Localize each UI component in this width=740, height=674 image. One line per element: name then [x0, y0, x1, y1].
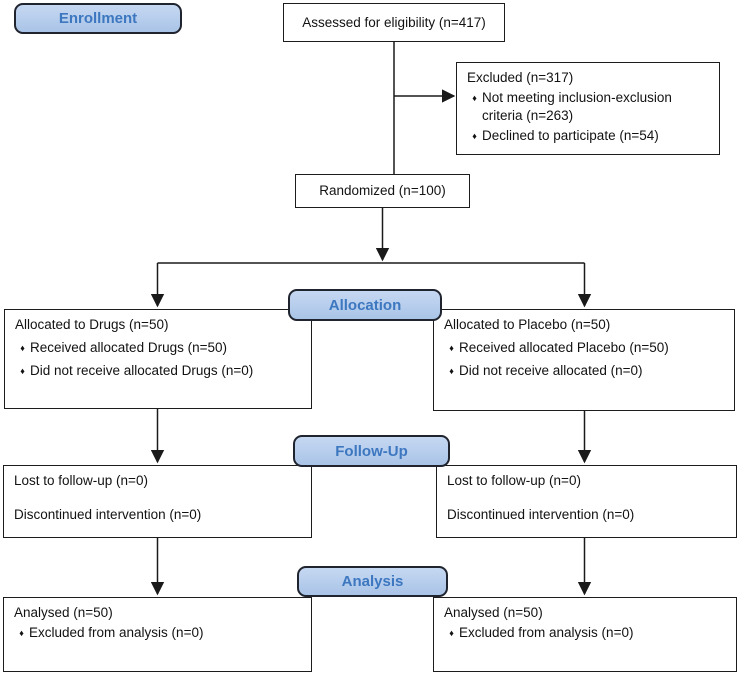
- box-followup-left: Lost to follow-up (n=0) Discontinued int…: [3, 465, 312, 538]
- alloc-right-bullet-1: ♦ Received allocated Placebo (n=50): [444, 339, 724, 357]
- diamond-bullet-icon: ♦: [472, 131, 477, 141]
- alloc-right-bullet-2: ♦ Did not receive allocated (n=0): [444, 362, 724, 380]
- followup-left-line-1: Lost to follow-up (n=0): [14, 473, 148, 488]
- alloc-left-bullet-1: ♦ Received allocated Drugs (n=50): [15, 339, 301, 357]
- excluded-title: Excluded (n=317): [467, 70, 574, 85]
- excluded-bullet-1-text: Not meeting inclusion-exclusion criteria…: [482, 90, 672, 123]
- box-randomized: Randomized (n=100): [295, 174, 470, 208]
- box-analysis-left: Analysed (n=50) ♦ Excluded from analysis…: [3, 597, 312, 672]
- followup-right-line-2: Discontinued intervention (n=0): [447, 507, 635, 522]
- box-followup-right: Lost to follow-up (n=0) Discontinued int…: [436, 465, 737, 538]
- box-allocated-drugs: Allocated to Drugs (n=50) ♦ Received all…: [4, 309, 312, 409]
- alloc-right-title: Allocated to Placebo (n=50): [444, 317, 611, 332]
- analysis-right-bullet-1-text: Excluded from analysis (n=0): [459, 625, 634, 640]
- followup-left-line-2: Discontinued intervention (n=0): [14, 507, 202, 522]
- randomized-text: Randomized (n=100): [319, 183, 446, 198]
- alloc-left-bullet-2-text: Did not receive allocated Drugs (n=0): [30, 363, 254, 378]
- excluded-bullet-2: ♦ Declined to participate (n=54): [467, 127, 709, 145]
- box-analysis-right: Analysed (n=50) ♦ Excluded from analysis…: [433, 597, 737, 672]
- alloc-right-bullet-1-text: Received allocated Placebo (n=50): [459, 340, 669, 355]
- followup-right-line-1: Lost to follow-up (n=0): [447, 473, 581, 488]
- stage-badge-allocation: Allocation: [288, 289, 442, 321]
- box-assessed-for-eligibility: Assessed for eligibility (n=417): [283, 3, 505, 42]
- diamond-bullet-icon: ♦: [449, 366, 454, 376]
- analysis-right-bullet-1: ♦ Excluded from analysis (n=0): [444, 624, 726, 642]
- diamond-bullet-icon: ♦: [449, 628, 454, 638]
- analysis-right-title: Analysed (n=50): [444, 605, 543, 620]
- stage-badge-analysis: Analysis: [297, 566, 448, 597]
- diamond-bullet-icon: ♦: [472, 93, 477, 103]
- diamond-bullet-icon: ♦: [449, 343, 454, 353]
- alloc-right-bullet-2-text: Did not receive allocated (n=0): [459, 363, 643, 378]
- analysis-left-bullet-1-text: Excluded from analysis (n=0): [29, 625, 204, 640]
- stage-badge-enrollment: Enrollment: [14, 3, 182, 34]
- box-allocated-placebo: Allocated to Placebo (n=50) ♦ Received a…: [433, 309, 735, 411]
- box-excluded: Excluded (n=317) ♦ Not meeting inclusion…: [456, 62, 720, 155]
- alloc-left-bullet-2: ♦ Did not receive allocated Drugs (n=0): [15, 362, 301, 380]
- assessed-text: Assessed for eligibility (n=417): [302, 14, 486, 30]
- analysis-left-bullet-1: ♦ Excluded from analysis (n=0): [14, 624, 301, 642]
- alloc-left-bullet-1-text: Received allocated Drugs (n=50): [30, 340, 227, 355]
- diamond-bullet-icon: ♦: [20, 366, 25, 376]
- stage-badge-followup: Follow-Up: [293, 435, 450, 467]
- excluded-bullet-2-text: Declined to participate (n=54): [482, 128, 659, 143]
- diamond-bullet-icon: ♦: [20, 343, 25, 353]
- analysis-left-title: Analysed (n=50): [14, 605, 113, 620]
- alloc-left-title: Allocated to Drugs (n=50): [15, 317, 169, 332]
- excluded-bullet-1: ♦ Not meeting inclusion-exclusion criter…: [467, 89, 709, 125]
- diamond-bullet-icon: ♦: [19, 628, 24, 638]
